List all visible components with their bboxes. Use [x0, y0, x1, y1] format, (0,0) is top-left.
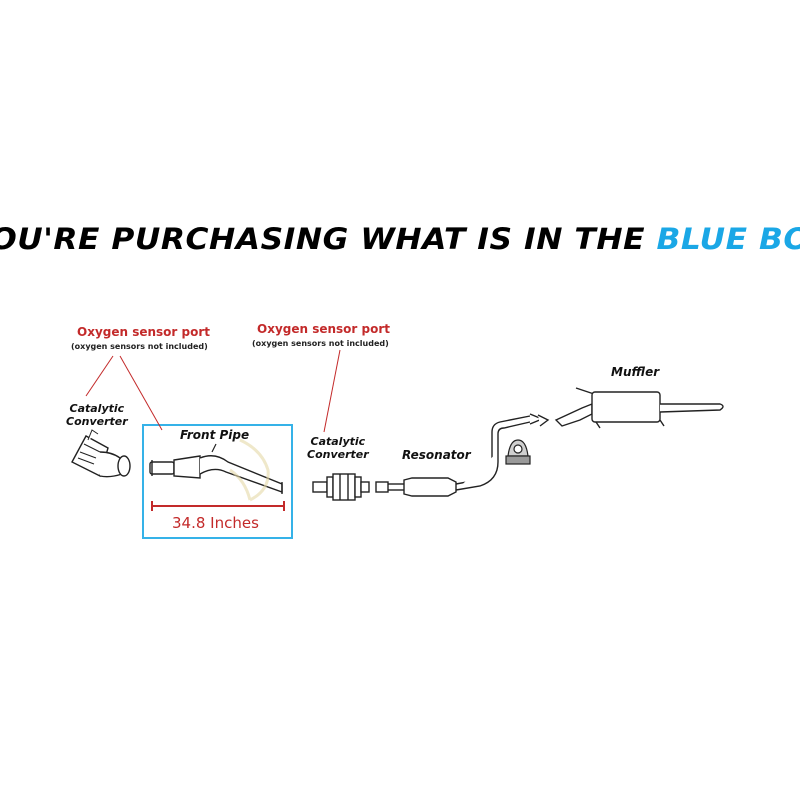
watermark-sketch	[229, 438, 270, 502]
catalytic-converter-1-icon	[71, 429, 131, 478]
leader-line-1a	[85, 355, 114, 397]
sensor-leader-lines	[85, 349, 341, 433]
headline-highlight: BLUE BOX	[656, 222, 800, 256]
headline: YOU'RE PURCHASING WHAT IS IN THE BLUE BO…	[0, 222, 800, 256]
purchase-highlight-box	[142, 424, 293, 539]
front-pipe-label: Front Pipe	[180, 428, 250, 442]
catalytic-converter-label-1-line2: Converter	[66, 415, 128, 428]
muffler-label: Muffler	[611, 365, 660, 379]
catalytic-converter-label-2: Catalytic Converter	[307, 435, 369, 461]
connector-arrows	[529, 413, 550, 427]
resonator-pipe-icon	[375, 415, 531, 497]
catalytic-converter-label-1: Catalytic Converter	[66, 402, 128, 428]
leader-line-1b	[119, 355, 163, 431]
catalytic-converter-label-1-line1: Catalytic	[69, 402, 125, 415]
resonator-label: Resonator	[402, 448, 471, 462]
headline-prefix: YOU'RE PURCHASING WHAT IS IN THE	[0, 222, 646, 256]
oxygen-sensor-note-2: (oxygen sensors not included)	[252, 339, 389, 348]
oxygen-sensor-port-label-2: Oxygen sensor port	[257, 322, 391, 336]
leader-line-2	[323, 349, 341, 433]
catalytic-converter-label-2-line1: Catalytic	[310, 435, 366, 448]
connector-arrow-2	[537, 414, 550, 427]
catalytic-converter-label-2-line2: Converter	[307, 448, 369, 461]
measurement-bar	[151, 501, 285, 511]
oxygen-sensor-note-1: (oxygen sensors not included)	[71, 342, 208, 351]
catalytic-converter-2-icon	[312, 473, 370, 501]
front-pipe-icon	[149, 443, 283, 494]
oxygen-sensor-port-label-1: Oxygen sensor port	[77, 325, 211, 339]
muffler-icon	[554, 387, 724, 429]
pipe-clamp-icon	[505, 439, 531, 465]
front-pipe-length-label: 34.8 Inches	[172, 514, 259, 532]
